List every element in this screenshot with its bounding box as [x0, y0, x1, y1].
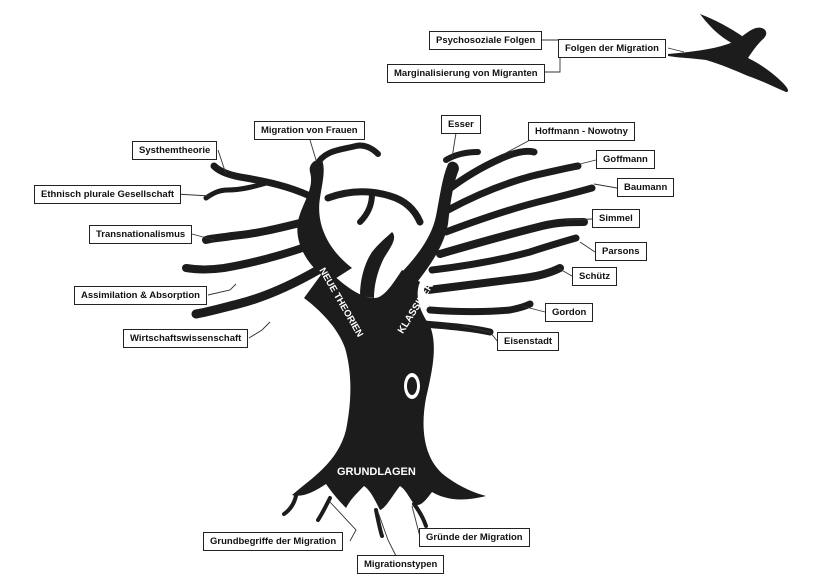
label-assimilation-absorption: Assimilation & Absorption	[74, 286, 207, 305]
label-systhemtheorie: Systhemtheorie	[132, 141, 218, 160]
label-baumann: Baumann	[617, 178, 675, 197]
label-esser: Esser	[441, 115, 481, 134]
branch-center	[360, 232, 395, 298]
label-goffmann: Goffmann	[596, 150, 655, 169]
label-gordon: Gordon	[545, 303, 594, 322]
label-hoffmann-nowotny: Hoffmann - Nowotny	[528, 122, 635, 141]
tree-branches	[182, 142, 596, 538]
label-migration-von-frauen: Migration von Frauen	[254, 121, 365, 140]
label-transnationalismus: Transnationalismus	[89, 225, 193, 244]
tree-trunk	[292, 268, 486, 510]
trunk-label-grundlagen: GRUNDLAGEN	[337, 466, 416, 478]
branch-klassiker	[398, 161, 459, 286]
tree-silhouette	[292, 159, 486, 510]
label-ethnisch-plurale-gesellschaft: Ethnisch plurale Gesellschaft	[34, 185, 182, 204]
label-gruende-der-migration: Gründe der Migration	[419, 528, 530, 547]
label-folgen-der-migration: Folgen der Migration	[558, 39, 666, 58]
label-grundbegriffe-der-migration: Grundbegriffe der Migration	[203, 532, 344, 551]
branch-neue-theorien	[297, 159, 352, 282]
label-migrationstypen: Migrationstypen	[357, 555, 445, 574]
bird-body	[668, 27, 789, 93]
label-wirtschaftswissenschaft: Wirtschaftswissenschaft	[123, 329, 249, 348]
flying-bird	[668, 14, 789, 93]
label-parsons: Parsons	[595, 242, 647, 261]
label-marginalisierung: Marginalisierung von Migranten	[387, 64, 545, 83]
label-simmel: Simmel	[592, 209, 640, 228]
label-schuetz: Schütz	[572, 267, 618, 286]
label-psychosoziale-folgen: Psychosoziale Folgen	[429, 31, 543, 50]
label-eisenstadt: Eisenstadt	[497, 332, 560, 351]
bird-wing	[700, 14, 742, 46]
